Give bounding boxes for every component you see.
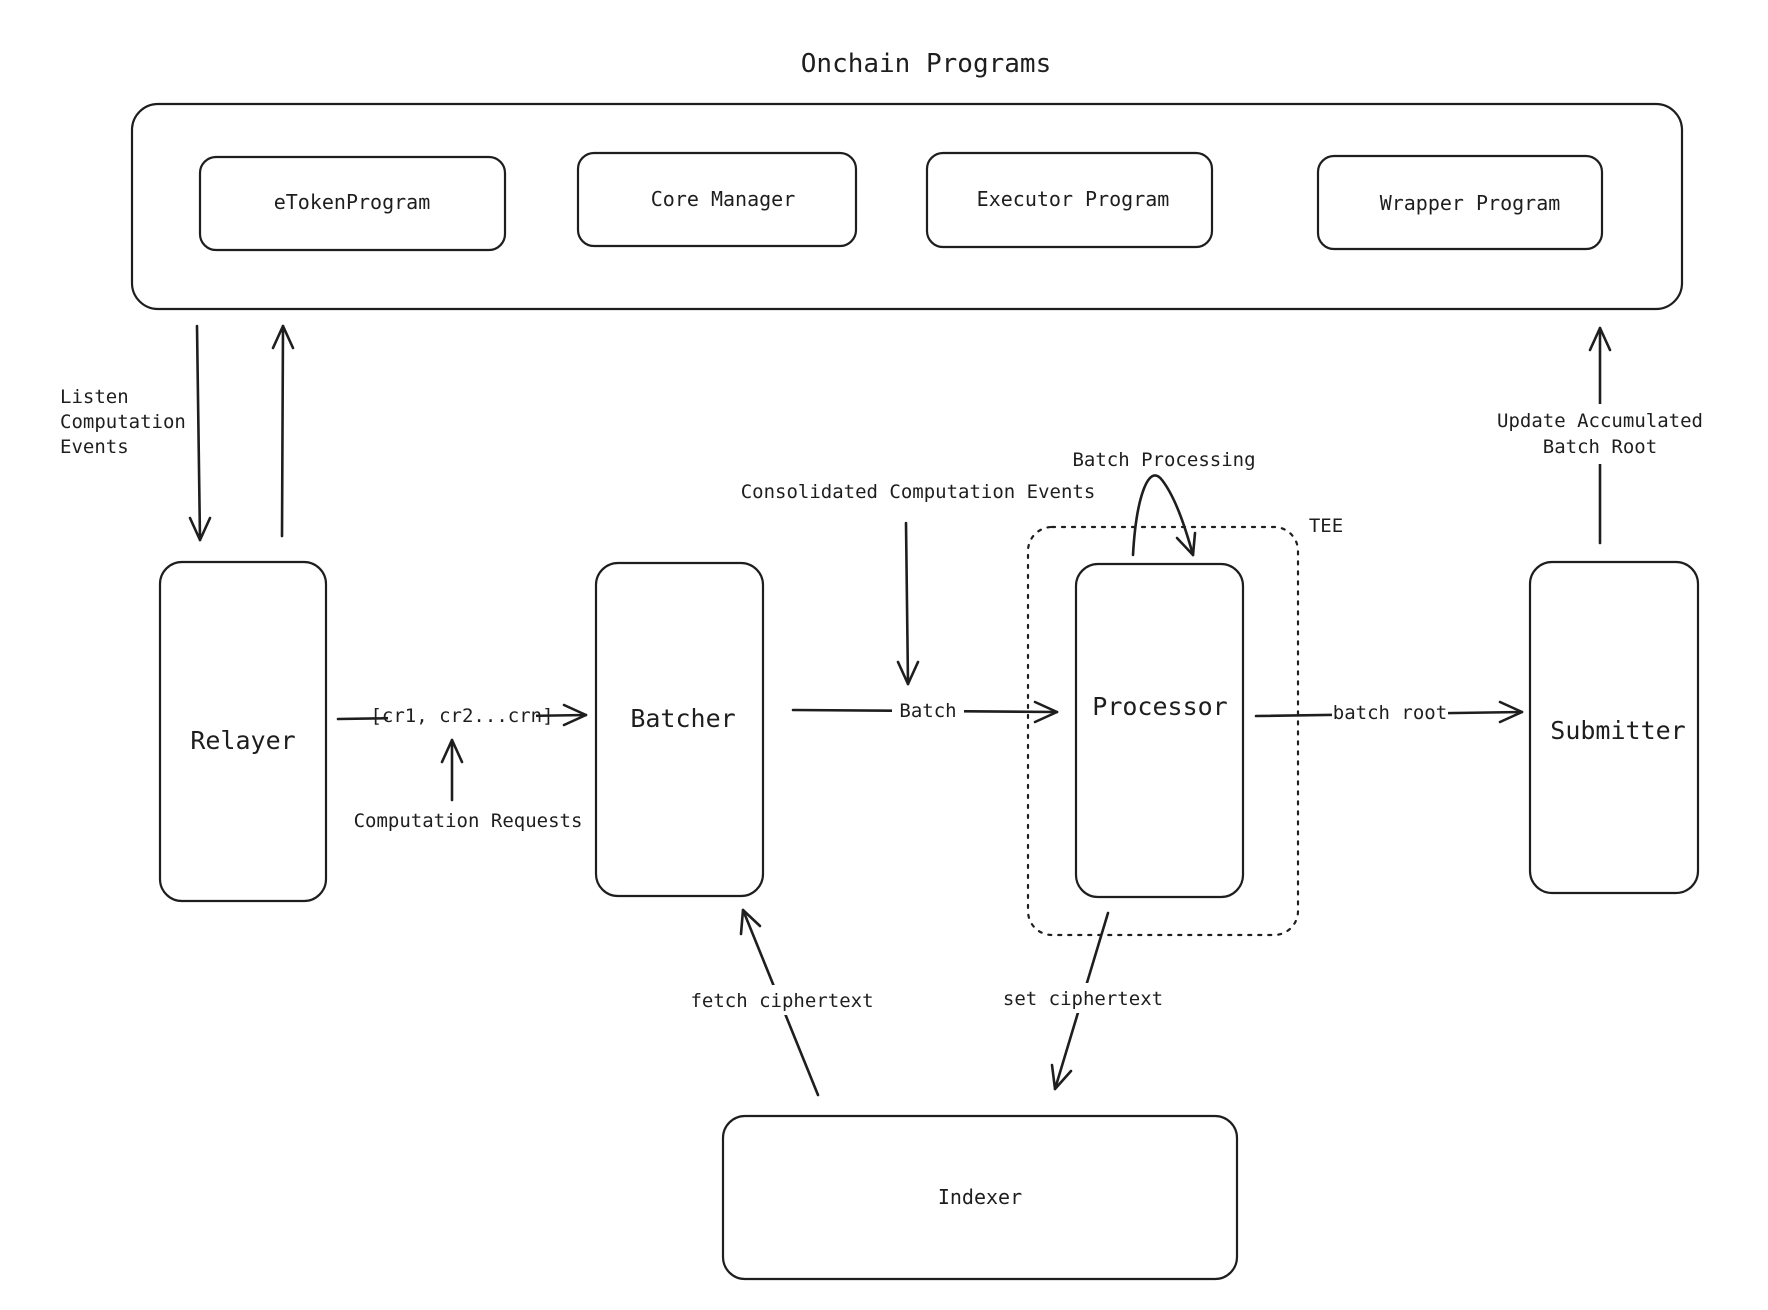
label-listen-line1: Listen <box>60 386 129 408</box>
edge-listen-events <box>188 324 212 542</box>
program-executor-label: Executor Program <box>977 187 1170 211</box>
edge-batch-processing-loop <box>1131 474 1197 557</box>
label-computation-requests: Computation Requests <box>354 810 583 832</box>
label-listen-line2: Computation <box>60 411 186 433</box>
program-wrapper[interactable]: Wrapper Program <box>1316 154 1604 251</box>
tee-enclosure <box>1026 525 1300 937</box>
node-processor[interactable]: Processor <box>1074 562 1245 899</box>
program-executor[interactable]: Executor Program <box>925 151 1214 249</box>
onchain-programs-container[interactable] <box>130 102 1684 311</box>
node-indexer-label: Indexer <box>938 1185 1022 1209</box>
node-processor-label: Processor <box>1092 692 1227 721</box>
label-update-line1: Update Accumulated <box>1497 410 1703 432</box>
node-relayer[interactable]: Relayer <box>158 560 328 903</box>
program-etoken[interactable]: eTokenProgram <box>198 155 507 252</box>
program-etoken-label: eTokenProgram <box>274 190 431 214</box>
onchain-programs-title: Onchain Programs <box>801 49 1051 79</box>
edge-relayer-to-onchain <box>271 324 295 538</box>
edge-computation-requests <box>440 738 464 802</box>
label-consolidated-events: Consolidated Computation Events <box>741 481 1096 503</box>
node-submitter-label: Submitter <box>1550 716 1685 745</box>
label-batch-root: batch root <box>1333 702 1447 724</box>
program-wrapper-label: Wrapper Program <box>1380 191 1561 215</box>
node-batcher[interactable]: Batcher <box>594 561 765 898</box>
label-batch-processing: Batch Processing <box>1072 449 1255 471</box>
node-submitter[interactable]: Submitter <box>1528 560 1700 895</box>
label-update-line2: Batch Root <box>1543 436 1657 458</box>
edge-consolidated-events <box>896 521 920 686</box>
label-cr-list: [cr1, cr2...crn] <box>370 705 553 727</box>
program-core-manager-label: Core Manager <box>651 187 796 211</box>
program-core-manager[interactable]: Core Manager <box>576 151 858 248</box>
label-set-ciphertext: set ciphertext <box>1003 988 1163 1010</box>
tee-label: TEE <box>1309 515 1343 537</box>
node-batcher-label: Batcher <box>630 704 735 733</box>
label-fetch-ciphertext: fetch ciphertext <box>690 990 873 1012</box>
label-batch: Batch <box>899 700 956 722</box>
node-relayer-label: Relayer <box>190 726 295 755</box>
label-listen-line3: Events <box>60 436 129 458</box>
node-indexer[interactable]: Indexer <box>721 1114 1239 1281</box>
